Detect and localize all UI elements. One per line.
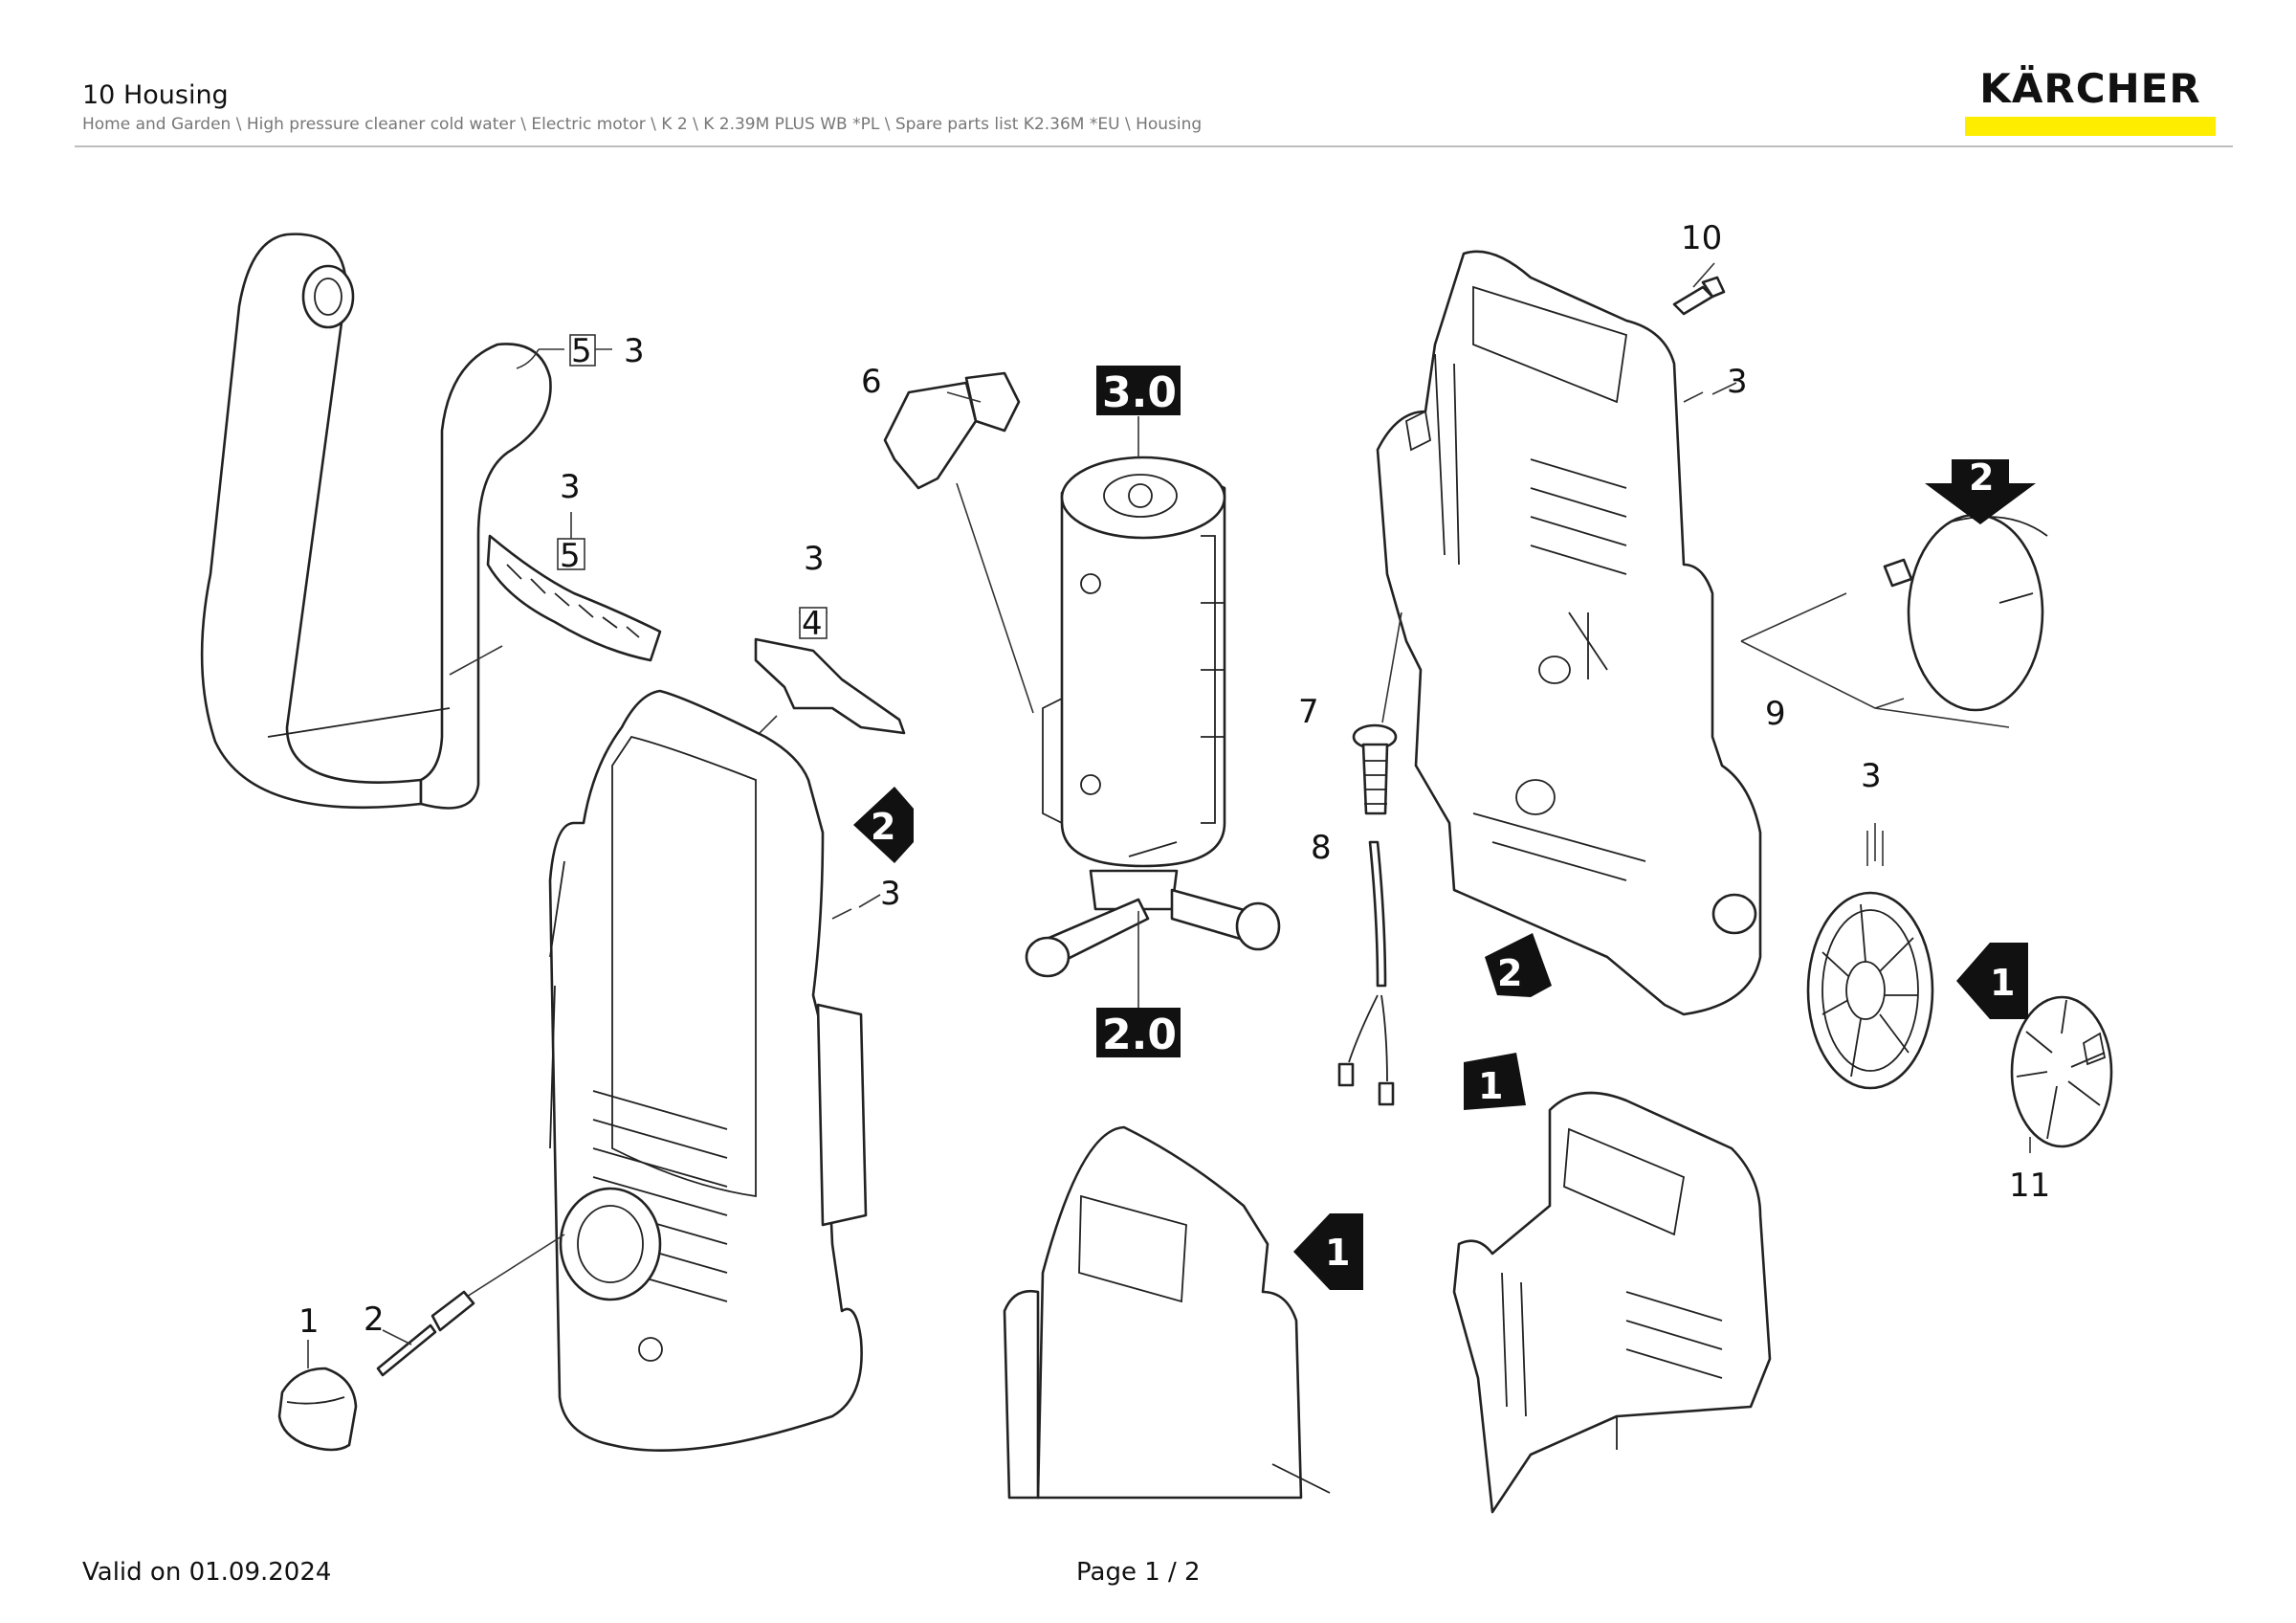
front-housing-detail-part (1003, 1125, 1331, 1500)
view-marker-1-arrow: 1 (1464, 1053, 1526, 1110)
part-number-8: 8 (1311, 829, 1332, 867)
part-number-3: 3 (560, 468, 581, 506)
part-number-3: 3 (1861, 757, 1882, 795)
svg-text:1: 1 (1990, 962, 2015, 1004)
cap-part (1740, 513, 2048, 728)
brand-yellow-bar (1965, 117, 2216, 136)
part-number-10: 10 (1681, 219, 1722, 257)
clip-part (754, 637, 906, 738)
part-box-5 (557, 538, 585, 570)
screw-part (1352, 611, 1402, 815)
part-number-4: 4 (802, 605, 823, 643)
part-number-3: 3 (1727, 363, 1748, 401)
part-number-5: 5 (571, 332, 592, 370)
footer-valid-date: Valid on 01.09.2024 (82, 1558, 332, 1587)
pump-body-part (1025, 456, 1281, 978)
header-divider (75, 145, 2233, 147)
svg-text:2: 2 (1497, 952, 1522, 994)
rear-housing-detail-part (1452, 1091, 1772, 1514)
part-number-5: 5 (560, 537, 581, 575)
part-number-3: 3 (880, 875, 901, 913)
svg-text:2.0: 2.0 (1102, 1011, 1177, 1059)
grip-insert-part (449, 534, 662, 676)
page-title: 10 Housing (82, 80, 229, 110)
view-marker-1-arrow: 1 (1293, 1213, 1363, 1290)
part-number-9: 9 (1765, 695, 1786, 733)
assembly-ref-2-0 (1096, 1008, 1181, 1057)
part-number-7: 7 (1298, 693, 1319, 731)
leader-lines (307, 262, 1884, 1368)
cable-part (1337, 840, 1395, 1106)
svg-text:3.0: 3.0 (1102, 368, 1177, 417)
svg-text:2: 2 (1969, 456, 1994, 499)
wheel-part (1806, 823, 1934, 1090)
front-housing-part (458, 689, 868, 1452)
view-marker-2-arrow: 2 (1925, 456, 2036, 524)
bracket-part (883, 371, 1034, 714)
view-marker-1-arrow: 1 (1956, 943, 2028, 1019)
part-box-5 (569, 334, 596, 367)
part-number-3: 3 (804, 540, 825, 578)
part-number-6: 6 (861, 363, 882, 401)
rod-part (376, 1290, 475, 1377)
part-number-3: 3 (624, 332, 645, 370)
part-number-11: 11 (2009, 1167, 2050, 1205)
breadcrumb[interactable]: Home and Garden \ High pressure cleaner … (82, 115, 1203, 134)
assembly-ref-3-0 (1096, 366, 1181, 415)
knob-part (277, 1367, 358, 1452)
hubcap-part (2010, 995, 2113, 1153)
brand-logo: KÄRCHER (1965, 65, 2216, 136)
footer-page-number: Page 1 / 2 (1076, 1558, 1201, 1587)
view-marker-2-arrow: 2 (1485, 933, 1552, 997)
brand-wordmark: KÄRCHER (1979, 65, 2201, 112)
part-number-2: 2 (364, 1301, 385, 1339)
handle-part (200, 233, 552, 810)
rear-housing-part (1376, 250, 1762, 1016)
part-box-4 (799, 607, 828, 639)
svg-text:1: 1 (1478, 1065, 1503, 1107)
svg-text:1: 1 (1325, 1232, 1350, 1274)
part-number-1: 1 (298, 1302, 320, 1341)
screw-part (1672, 276, 1726, 316)
svg-text:2: 2 (871, 806, 895, 848)
view-marker-2-arrow: 2 (853, 787, 914, 863)
